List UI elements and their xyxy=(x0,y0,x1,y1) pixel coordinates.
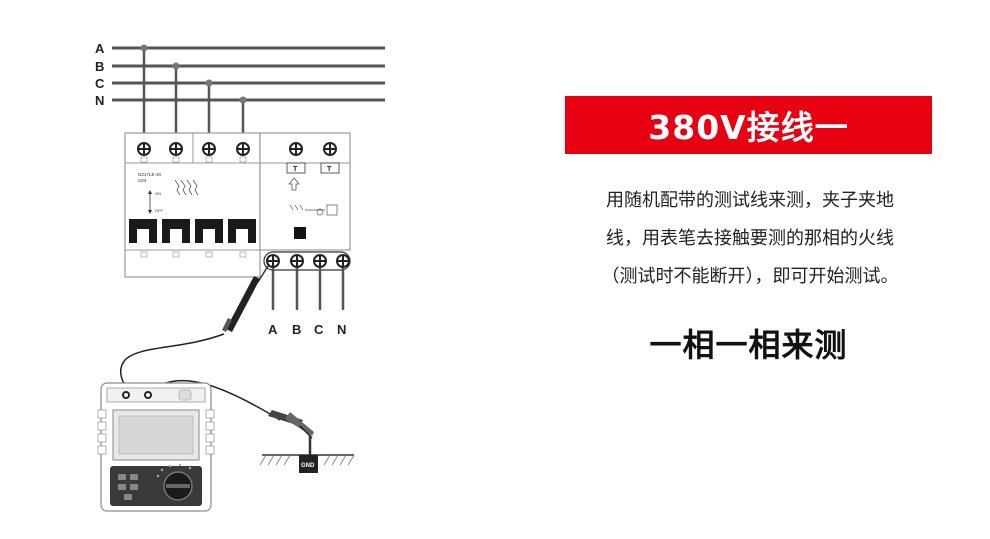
off-label: OFF xyxy=(155,208,164,213)
drop-wires xyxy=(142,48,245,145)
bus-label-a: A xyxy=(95,41,105,56)
bus-lines xyxy=(112,46,385,102)
alligator-clip xyxy=(268,410,314,439)
description: 用随机配带的测试线来测，夹子夹地 线，用表笔去接触要测的那相的火线 （测试时不能… xyxy=(560,182,940,296)
gnd-label: GND xyxy=(301,463,315,469)
on-label: ON xyxy=(155,191,161,196)
terminal-label-a: A xyxy=(268,322,278,337)
rcd-module: T T xyxy=(259,132,351,251)
description-line: （测试时不能断开），即可开始测试。 xyxy=(601,266,899,287)
title-banner: 380V接线一 xyxy=(565,96,932,154)
ground: GND xyxy=(259,436,355,473)
junction-dots xyxy=(140,44,247,104)
subtitle: 一相一相来测 xyxy=(649,326,848,364)
description-line: 用随机配带的测试线来测，夹子夹地 xyxy=(606,190,894,211)
rcd-test-label-2: T xyxy=(327,166,332,173)
title-text: 380V接线一 xyxy=(648,108,849,147)
terminal-label-n: N xyxy=(337,322,346,337)
terminal-label-b: B xyxy=(292,322,301,337)
description-line: 线，用表笔去接触要测的那相的火线 xyxy=(606,228,894,249)
rcd-test-label-1: T xyxy=(293,166,298,173)
bottom-terminals xyxy=(263,251,351,271)
insulation-tester xyxy=(97,382,215,512)
bus-label-c: C xyxy=(95,76,105,91)
breaker-model: DZ47LE-40 xyxy=(138,172,162,177)
bus-label-n: N xyxy=(95,93,104,108)
breaker: DZ47LE-40 C63 ON OFF xyxy=(124,132,261,278)
wiring-diagram: A B C N DZ47LE-40 C63 xyxy=(95,41,385,512)
terminal-label-c: C xyxy=(314,322,324,337)
test-probe xyxy=(222,265,269,332)
bus-label-b: B xyxy=(95,59,104,74)
breaker-rating: C63 xyxy=(138,178,147,183)
output-wires xyxy=(271,268,345,310)
